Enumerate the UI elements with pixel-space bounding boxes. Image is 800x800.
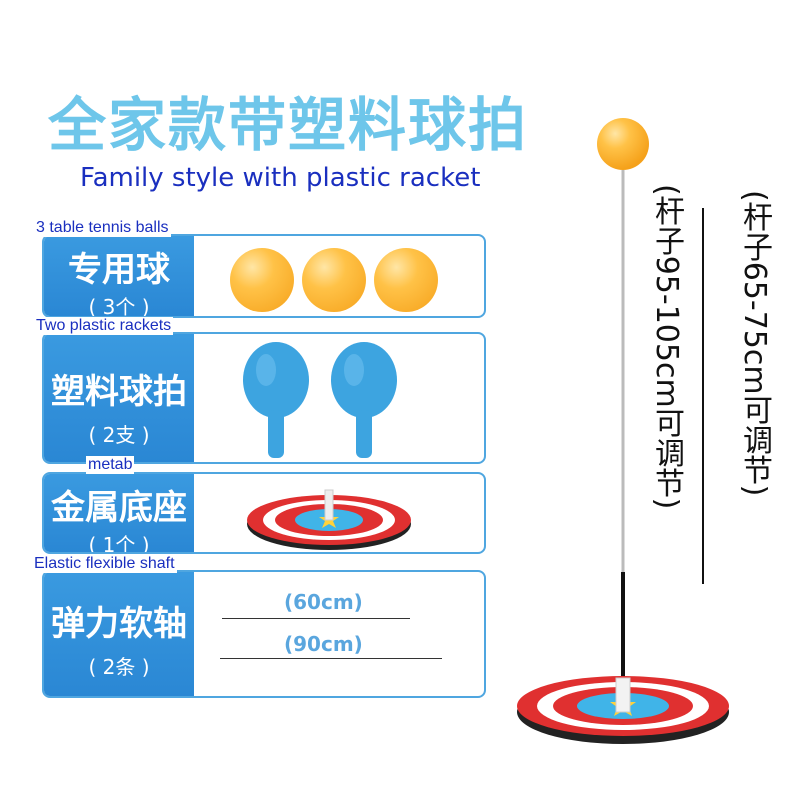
row-balls: 专用球 ( 3个 ) [42, 234, 486, 318]
pole-marker-line [702, 208, 704, 584]
row-shaft-tag: Elastic flexible shaft [32, 555, 177, 573]
racket-icon [331, 342, 397, 458]
ball-icon [302, 248, 366, 312]
row-rackets-title: 塑料球拍 [51, 372, 187, 412]
shaft-short-line [222, 618, 410, 619]
row-base: 金属底座 ( 1个 ) [42, 472, 486, 554]
shaft-length-long: (90cm) [284, 632, 363, 656]
row-shaft-title: 弹力软轴 [51, 604, 187, 644]
row-balls-title: 专用球 [68, 250, 170, 290]
racket-icon [243, 342, 309, 458]
row-balls-label: 专用球 ( 3个 ) [44, 236, 194, 316]
row-base-label: 金属底座 ( 1个 ) [44, 474, 194, 552]
row-balls-tag: 3 table tennis balls [34, 219, 171, 237]
ball-icon [374, 248, 438, 312]
row-shaft: 弹力软轴 ( 2条 ) (60cm) (90cm) [42, 570, 486, 698]
row-rackets-tag: Two plastic rackets [34, 317, 174, 335]
shaft-length-short: (60cm) [284, 590, 363, 614]
product-illustration [517, 118, 729, 744]
row-shaft-count: ( 2条 ) [88, 655, 150, 679]
row-rackets-count: ( 2支 ) [88, 423, 150, 447]
pole-label-short: (杆子65-75cm可调节) [737, 190, 772, 497]
row-shaft-label: 弹力软轴 ( 2条 ) [44, 572, 194, 696]
product-title-cn: 全家款带塑料球拍 [48, 91, 529, 159]
product-title-en: Family style with plastic racket [80, 163, 481, 193]
row-base-count: ( 1个 ) [88, 533, 150, 554]
row-base-tag: metab [86, 456, 135, 474]
row-rackets: 塑料球拍 ( 2支 ) [42, 332, 486, 464]
ball-icon [230, 248, 294, 312]
row-balls-count: ( 3个 ) [88, 295, 150, 318]
pole-label-long: (杆子95-105cm可调节) [649, 184, 684, 510]
row-base-title: 金属底座 [51, 488, 187, 528]
base-icon [247, 489, 411, 550]
row-rackets-label: 塑料球拍 ( 2支 ) [44, 334, 194, 462]
shaft-long-line [220, 658, 442, 659]
